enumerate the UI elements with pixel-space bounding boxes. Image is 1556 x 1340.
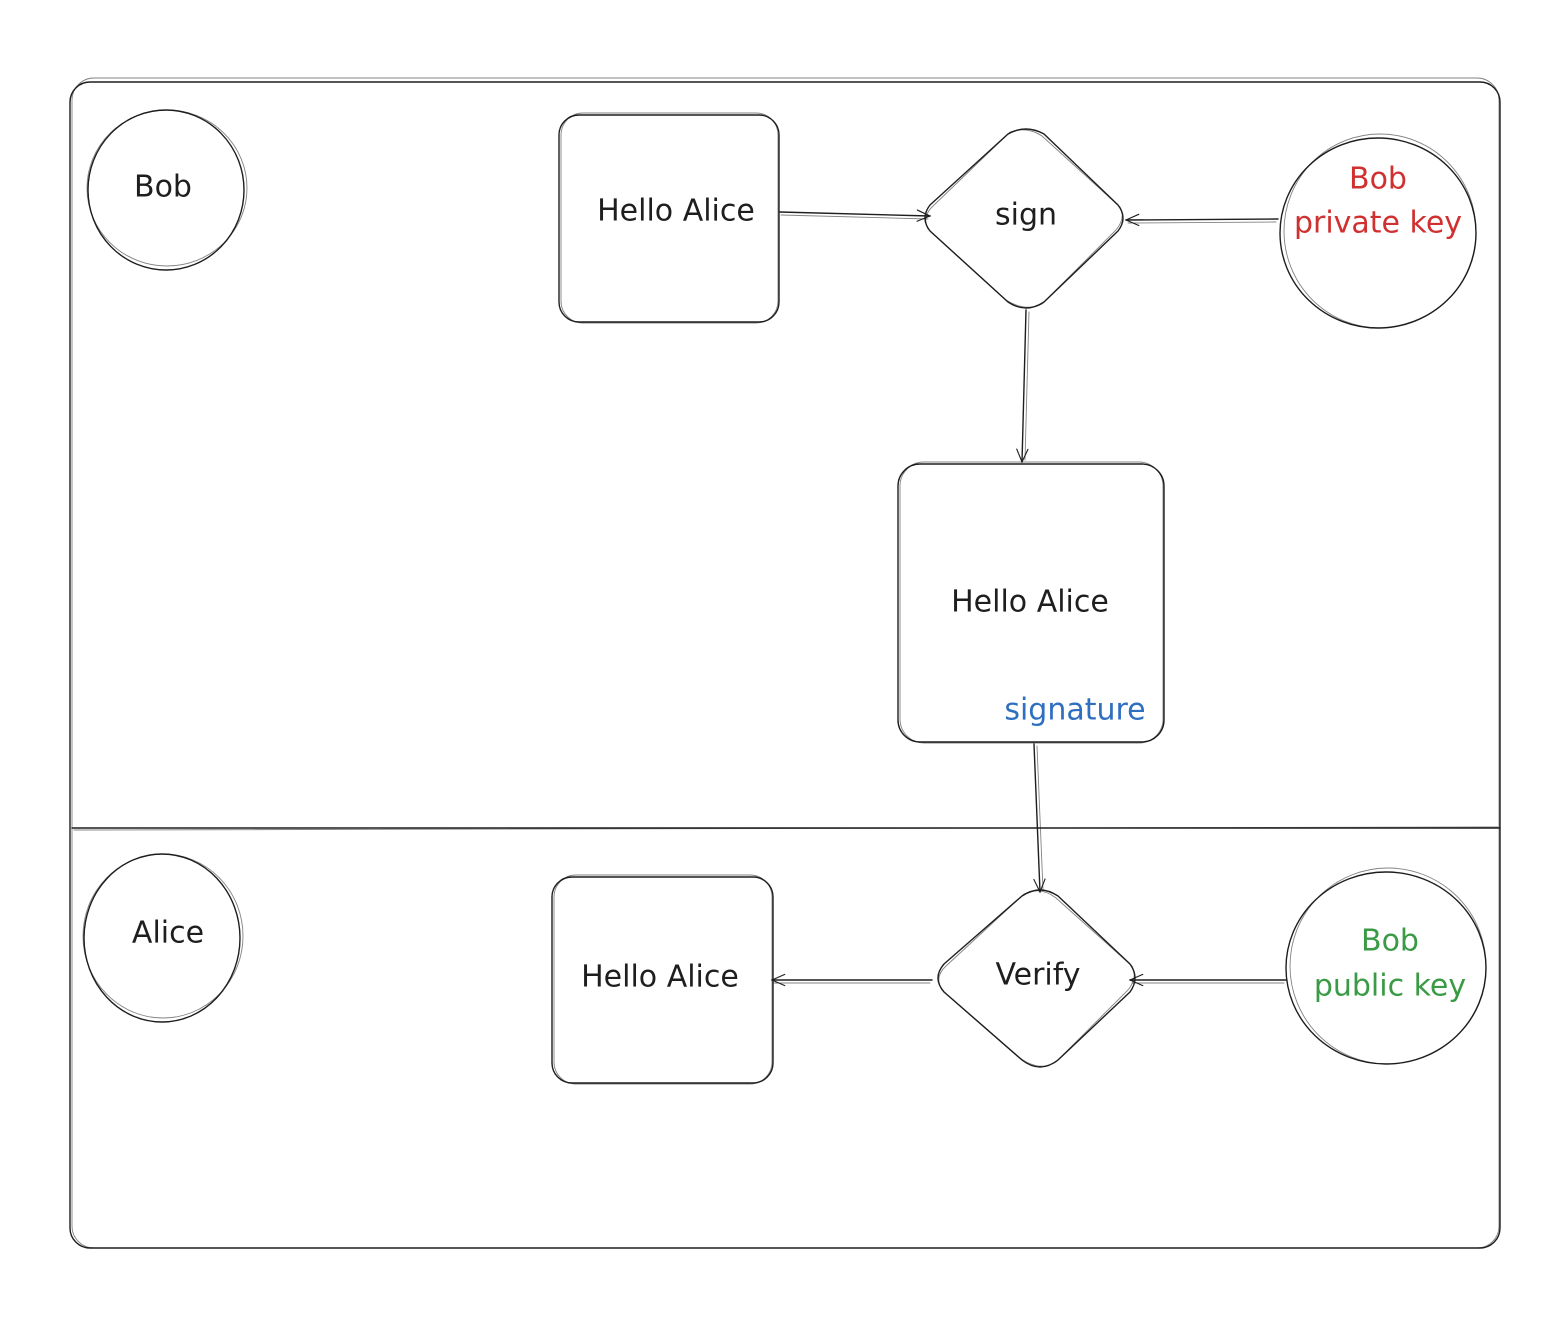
- private-key-line1: Bob: [1349, 162, 1407, 197]
- public-key-circle: Bob public key: [1285, 867, 1487, 1065]
- arrow-sign-to-signed-message: [1016, 309, 1030, 464]
- sign-diamond: sign: [924, 128, 1124, 309]
- arrow-privatekey-to-sign: [1124, 213, 1279, 227]
- lane-divider: [71, 826, 1501, 831]
- arrow-verify-to-message: [770, 973, 933, 987]
- signature-label: signature: [1004, 693, 1145, 728]
- signed-message-label: Hello Alice: [951, 585, 1109, 620]
- private-key-circle: Bob private key: [1279, 133, 1477, 329]
- message-box-top: Hello Alice: [558, 112, 780, 324]
- outer-frame: [69, 77, 1501, 1249]
- arrow-publickey-to-verify: [1128, 973, 1287, 987]
- signed-message-box: Hello Alice signature: [897, 461, 1165, 744]
- verify-diamond: Verify: [937, 889, 1136, 1068]
- alice-actor: Alice: [82, 853, 244, 1023]
- public-key-line2: public key: [1314, 969, 1466, 1004]
- verify-label: Verify: [995, 958, 1080, 993]
- sign-label: sign: [995, 198, 1057, 233]
- alice-actor-label: Alice: [132, 916, 204, 951]
- bob-actor: Bob: [86, 109, 248, 271]
- arrow-signed-message-to-verify: [1033, 743, 1046, 894]
- message-box-bottom: Hello Alice: [551, 874, 774, 1085]
- private-key-line2: private key: [1294, 206, 1462, 241]
- bob-actor-label: Bob: [134, 170, 192, 205]
- arrow-message-to-sign: [779, 209, 932, 222]
- public-key-line1: Bob: [1361, 924, 1419, 959]
- message-bottom-label: Hello Alice: [581, 960, 739, 995]
- message-top-label: Hello Alice: [597, 194, 755, 229]
